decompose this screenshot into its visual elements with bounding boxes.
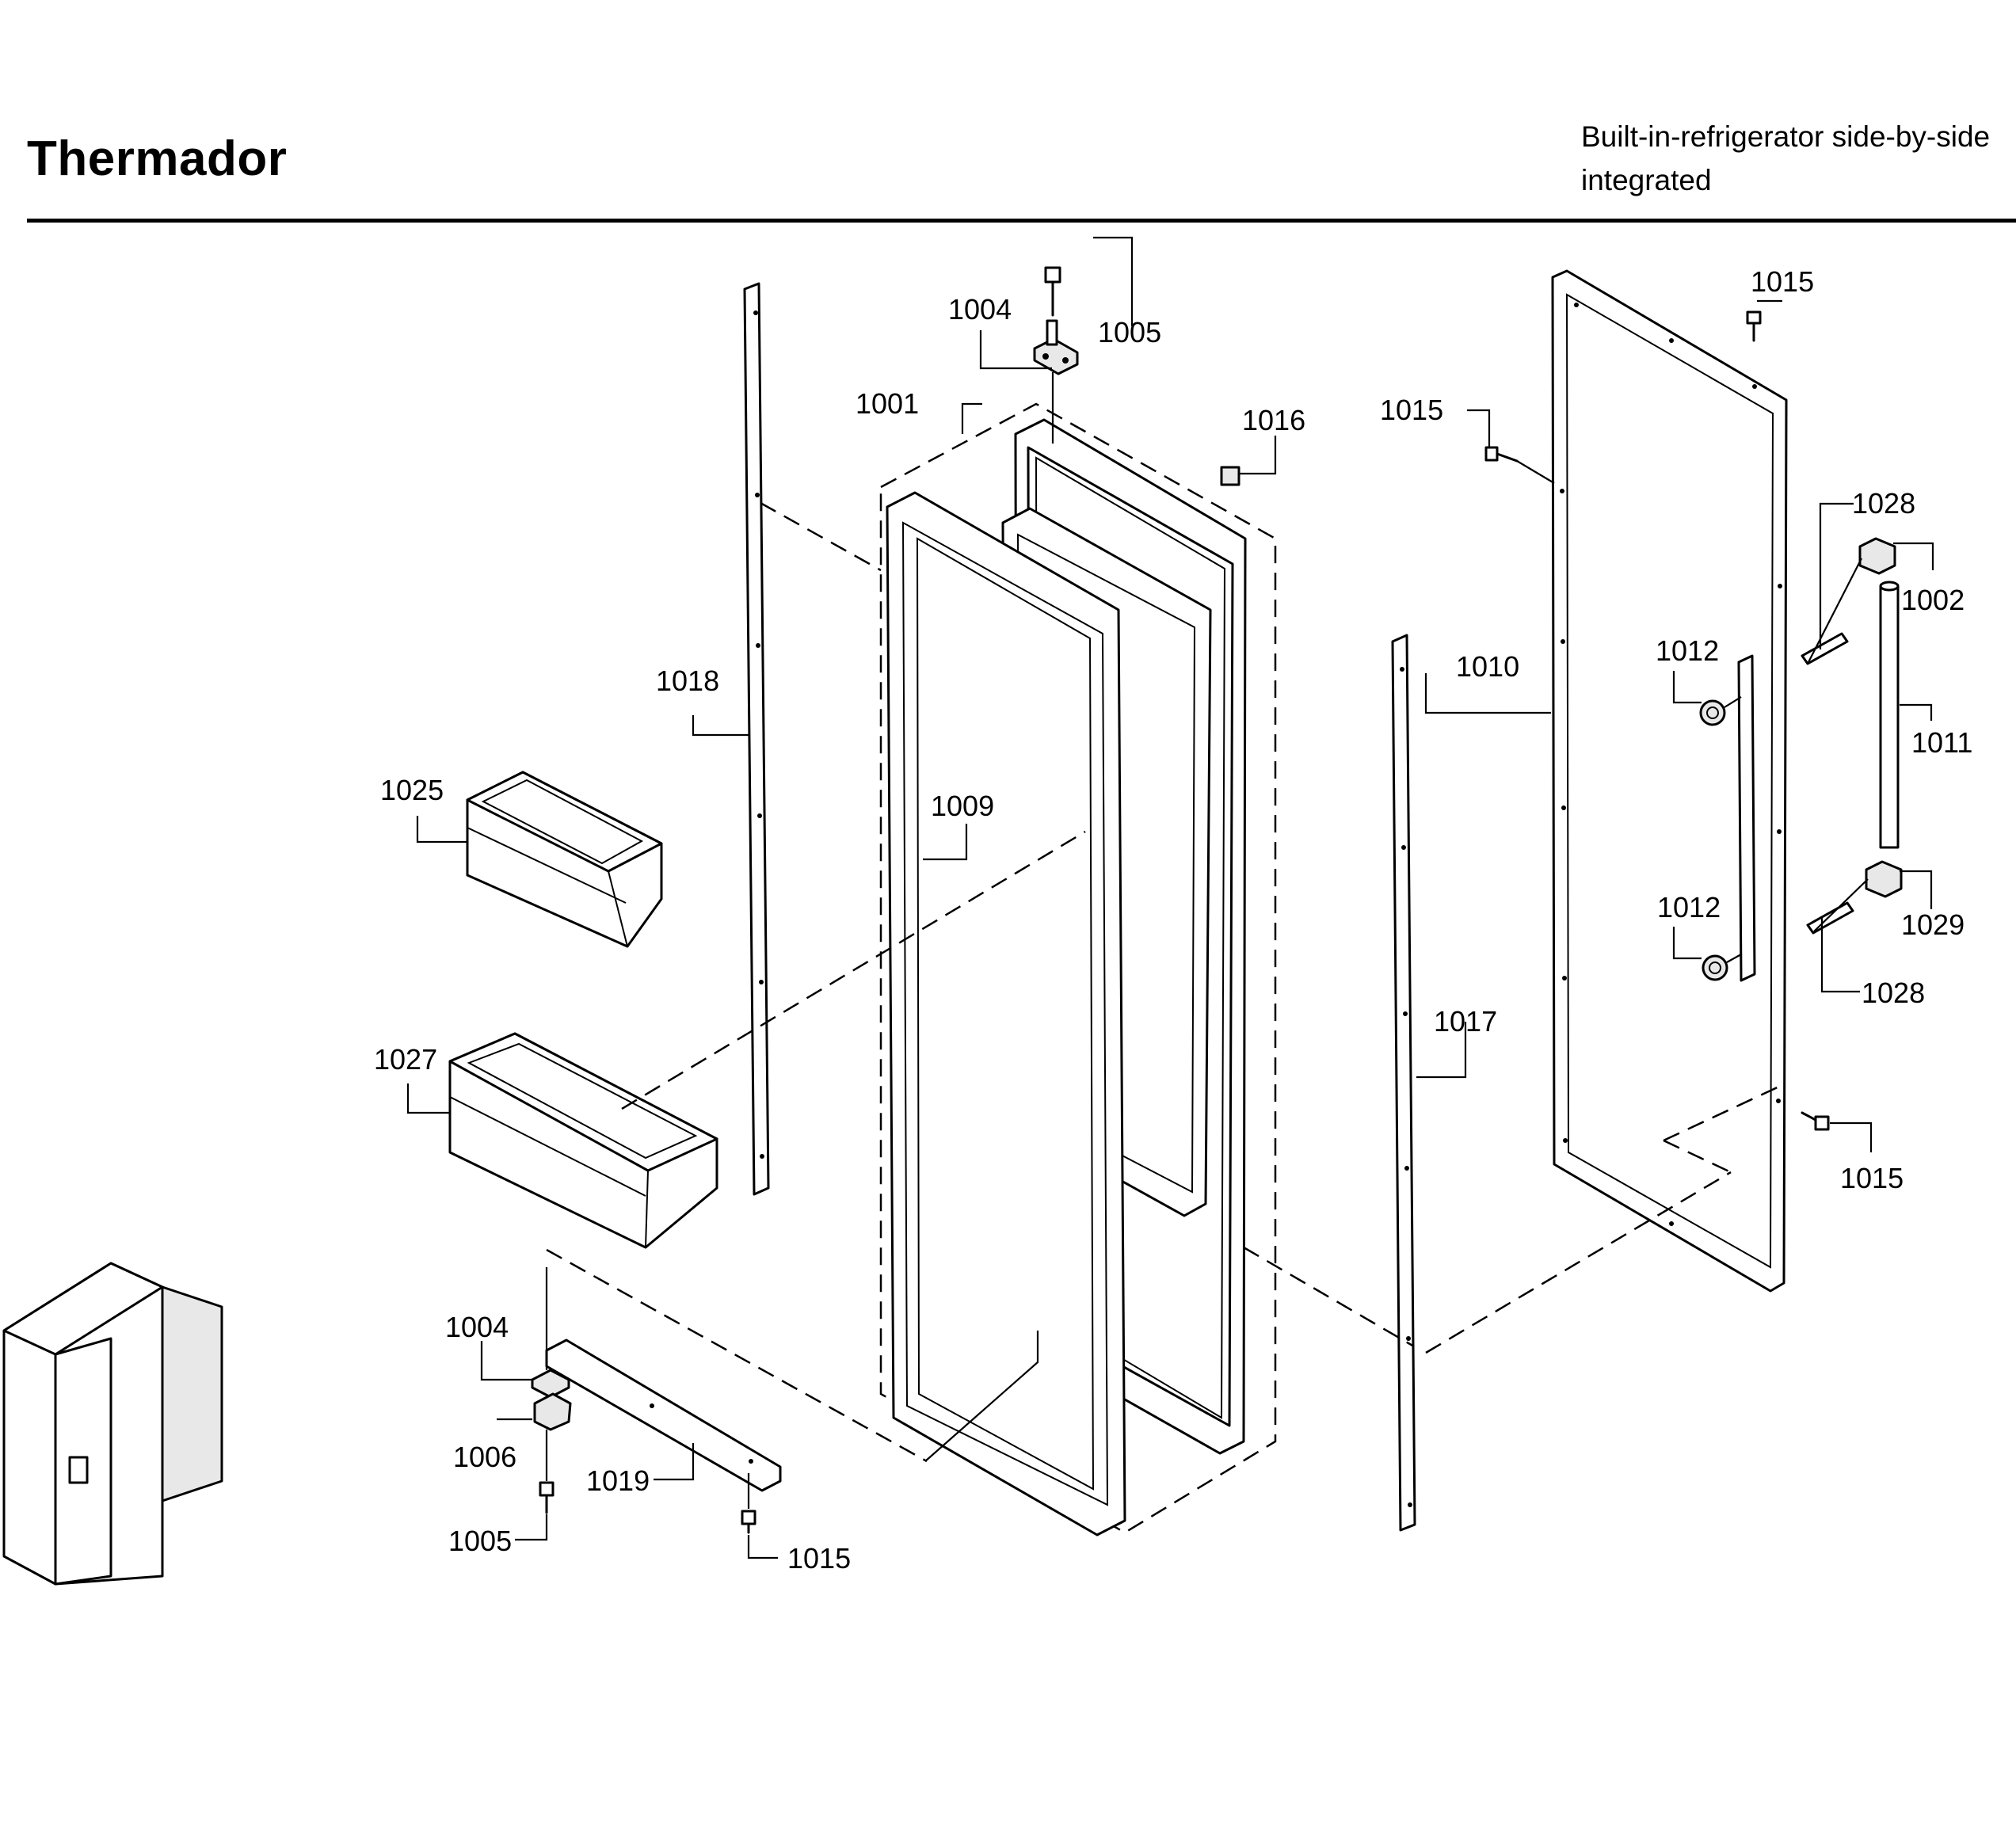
part-labels: 1001 1002 1004 1005 1009 1010 1011 1012 … xyxy=(374,265,1972,1575)
stud-1028-upper xyxy=(1801,632,1849,665)
diagram-subtitle: Built-in-refrigerator side-by-side integ… xyxy=(1581,115,2009,202)
panel-bracket xyxy=(1737,654,1756,982)
label-1005-top: 1005 xyxy=(1098,316,1161,348)
hinge-top-1004 xyxy=(1033,319,1079,375)
label-1028-upper: 1028 xyxy=(1852,487,1915,520)
label-1001: 1001 xyxy=(856,387,919,420)
screw-bottom-1005 xyxy=(539,1481,554,1514)
end-cap-1002 xyxy=(1858,537,1896,575)
label-1027: 1027 xyxy=(374,1043,437,1076)
label-1015-lower-right: 1015 xyxy=(1840,1162,1904,1194)
screw-1015-lower-right xyxy=(1801,1111,1830,1131)
subtitle-line-1: Built-in-refrigerator side-by-side xyxy=(1581,120,1991,153)
label-1029: 1029 xyxy=(1901,908,1965,941)
label-1025: 1025 xyxy=(380,774,444,806)
label-1015-left-panel: 1015 xyxy=(1380,394,1443,426)
label-1006: 1006 xyxy=(453,1441,516,1473)
cap-1016 xyxy=(1220,466,1240,486)
trim-strip-1017 xyxy=(1391,634,1416,1532)
label-1028-lower: 1028 xyxy=(1862,977,1925,1009)
stud-1028-lower xyxy=(1806,901,1854,935)
label-1015-top-right: 1015 xyxy=(1751,265,1814,298)
screw-bottom-1015 xyxy=(741,1510,756,1534)
door-bin-1025 xyxy=(466,771,663,948)
trim-strip-1018 xyxy=(743,282,770,1196)
label-1011: 1011 xyxy=(1911,726,1972,759)
label-1005-bottom: 1005 xyxy=(448,1525,512,1557)
screw-1015-left-panel xyxy=(1484,446,1519,463)
label-1018: 1018 xyxy=(656,664,719,697)
nut-1012-lower xyxy=(1702,954,1728,981)
label-1010: 1010 xyxy=(1456,650,1519,683)
label-leaders xyxy=(406,236,1934,1559)
screw-top-1005 xyxy=(1044,266,1061,317)
label-1016: 1016 xyxy=(1242,404,1305,436)
assembly-paths xyxy=(546,501,1783,1463)
hinge-bottom-1004 xyxy=(531,1369,570,1399)
label-1004-top: 1004 xyxy=(948,293,1012,326)
label-1004-bottom: 1004 xyxy=(445,1311,509,1343)
panel-frame-1010 xyxy=(1551,269,1788,1293)
label-1002: 1002 xyxy=(1901,584,1965,616)
brand-title: Thermador xyxy=(27,131,288,186)
door-gasket-1009 xyxy=(886,491,1126,1537)
subtitle-line-2: integrated xyxy=(1581,164,1712,196)
label-1012-upper: 1012 xyxy=(1656,634,1719,667)
label-1009: 1009 xyxy=(931,790,994,822)
nut-1012-upper xyxy=(1699,699,1726,726)
label-1017: 1017 xyxy=(1434,1005,1497,1038)
bottom-plate-1019 xyxy=(545,1338,782,1492)
door-assembly-outline xyxy=(879,402,1277,1534)
label-1012-lower: 1012 xyxy=(1657,891,1721,923)
handle-rod-1011 xyxy=(1879,581,1900,849)
label-1015-bottom: 1015 xyxy=(787,1542,851,1575)
hinge-bottom-1006 xyxy=(533,1392,572,1431)
screw-1015-top-right xyxy=(1746,310,1762,342)
header-rule xyxy=(27,219,2016,223)
door-bin-1027 xyxy=(448,1032,718,1249)
label-1019: 1019 xyxy=(586,1464,650,1497)
end-cap-1029 xyxy=(1865,860,1903,898)
refrigerator-thumbnail xyxy=(2,1262,223,1586)
